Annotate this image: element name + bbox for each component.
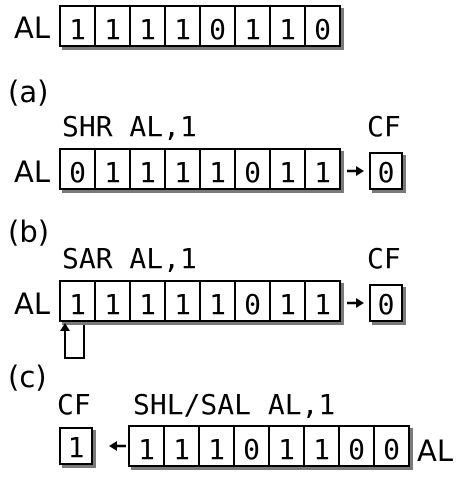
- section-a-register-label: AL: [14, 155, 50, 189]
- section-c-carry-value: 1: [68, 431, 85, 464]
- bit-cell-4: 0: [209, 13, 226, 46]
- section-b-carry-value: 0: [378, 288, 395, 321]
- bit-cell-2: 1: [139, 13, 156, 46]
- section-a-instruction: SHR AL,1: [62, 110, 197, 143]
- right-arrow-icon: [347, 298, 364, 308]
- section-b-carry-label: CF: [367, 242, 401, 275]
- section-c-instruction: SHL/SAL AL,1: [133, 388, 335, 421]
- bit-cell-0: 1: [69, 13, 86, 46]
- bit-cell-6: 1: [279, 156, 296, 189]
- section-b-label: (b): [8, 215, 49, 249]
- section-c-label: (c): [8, 360, 47, 394]
- bit-cell-4: 1: [209, 288, 226, 321]
- bit-cell-7: 0: [383, 433, 400, 466]
- bit-cell-6: 1: [279, 288, 296, 321]
- bit-cell-2: 1: [208, 433, 225, 466]
- bit-cell-2: 1: [139, 288, 156, 321]
- bit-cell-2: 1: [139, 156, 156, 189]
- bit-cell-7: 1: [314, 288, 331, 321]
- bit-cell-6: 0: [348, 433, 365, 466]
- bit-cell-6: 1: [279, 13, 296, 46]
- bit-cell-0: 1: [69, 288, 86, 321]
- bit-cell-7: 0: [314, 13, 331, 46]
- section-c-register-label: AL: [417, 434, 453, 468]
- section-b-register-label: AL: [14, 287, 50, 321]
- bit-cell-5: 1: [244, 13, 261, 46]
- bit-cell-0: 0: [69, 156, 86, 189]
- bit-cell-5: 0: [244, 156, 261, 189]
- bit-cell-1: 1: [104, 156, 121, 189]
- bit-cell-5: 0: [244, 288, 261, 321]
- bit-cell-1: 1: [104, 288, 121, 321]
- section-a-carry-label: CF: [367, 110, 401, 143]
- bit-cell-1: 1: [104, 13, 121, 46]
- bit-cell-3: 1: [174, 13, 191, 46]
- section-a-label: (a): [8, 75, 48, 109]
- sign-bit-feedback-arrow-icon: [60, 323, 85, 359]
- bit-cell-3: 0: [243, 433, 260, 466]
- bit-cell-7: 1: [314, 156, 331, 189]
- bit-cell-4: 1: [209, 156, 226, 189]
- section-b-instruction: SAR AL,1: [62, 242, 197, 275]
- bit-cell-3: 1: [174, 156, 191, 189]
- right-arrow-icon: [347, 166, 364, 176]
- section-c-carry-label: CF: [57, 388, 91, 421]
- bit-cell-0: 1: [138, 433, 155, 466]
- initial-register-label: AL: [14, 11, 50, 45]
- bit-cell-1: 1: [173, 433, 190, 466]
- section-b-carry-box: 0: [369, 284, 403, 322]
- bit-cell-5: 1: [313, 433, 330, 466]
- section-c-carry-box: 1: [59, 427, 93, 465]
- left-arrow-icon: [109, 441, 126, 451]
- bit-cell-4: 1: [278, 433, 295, 466]
- bit-cell-3: 1: [174, 288, 191, 321]
- section-a-carry-value: 0: [378, 156, 395, 189]
- section-a-carry-box: 0: [369, 152, 403, 190]
